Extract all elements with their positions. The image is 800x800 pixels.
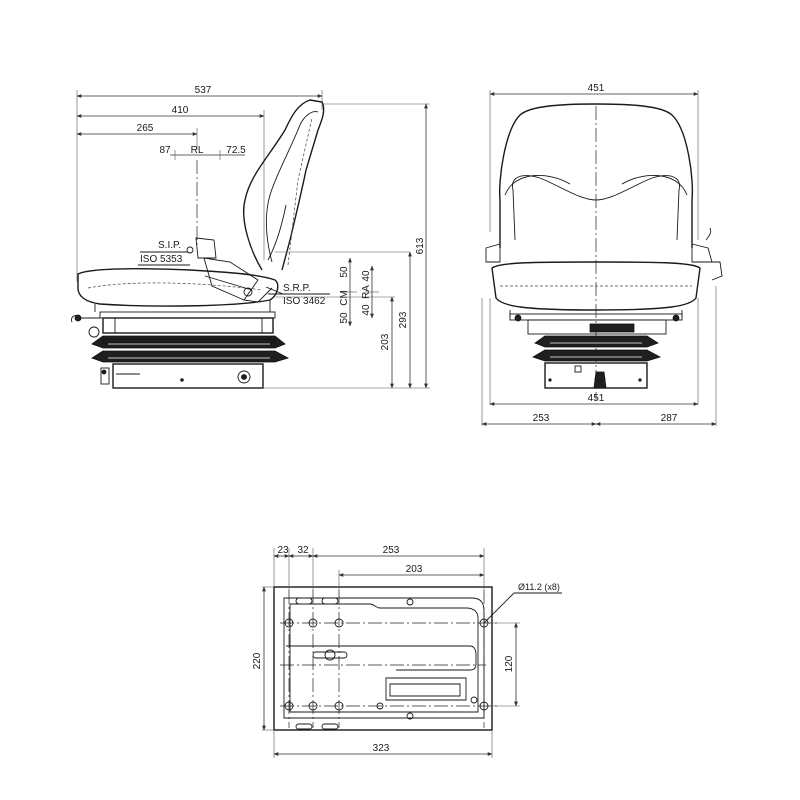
base-plate-outline xyxy=(273,586,493,731)
sip-callout: S.I.P. ISO 5353 xyxy=(138,240,194,266)
dimension-203-plate: 203 xyxy=(338,564,485,577)
sip-iso-label: ISO 5353 xyxy=(140,254,183,265)
dim-label-87: 87 xyxy=(159,145,171,156)
dimension-23: 23 xyxy=(273,545,290,558)
sip-label: S.I.P. xyxy=(158,240,181,251)
dimension-293: 293 xyxy=(398,251,412,389)
dim-label-537: 537 xyxy=(195,85,212,96)
dim-label-cm-up: 50 xyxy=(339,266,350,278)
dim-label-cm-down: 50 xyxy=(339,312,350,324)
srp-label: S.R.P. xyxy=(283,283,311,294)
dim-label-ra-down: 40 xyxy=(361,304,372,316)
dim-label-220: 220 xyxy=(252,652,263,669)
dimension-323: 323 xyxy=(273,743,493,756)
dimension-253-plate: 253 xyxy=(312,545,485,558)
dimension-rl: 87 RL 72.5 xyxy=(159,145,246,160)
dimension-253-front: 253 xyxy=(481,413,597,426)
dimension-32: 32 xyxy=(288,545,314,558)
dimension-ra: 40 RA 40 xyxy=(361,265,379,319)
dim-label-410: 410 xyxy=(172,105,189,116)
front-backrest-outline xyxy=(498,103,694,248)
dim-label-323: 323 xyxy=(373,743,390,754)
suspension-bellows xyxy=(91,335,290,363)
dim-label-120: 120 xyxy=(504,655,515,672)
dim-label-ra-up: 40 xyxy=(361,270,372,282)
front-view: 451 xyxy=(481,83,723,426)
srp-iso-label: ISO 3462 xyxy=(283,296,326,307)
dim-label-32: 32 xyxy=(297,545,309,556)
dimension-cm: 50 CM 50 xyxy=(339,257,357,327)
srp-callout: S.R.P. ISO 3462 xyxy=(265,283,330,307)
dim-label-203-plate: 203 xyxy=(406,564,423,575)
backrest-outline xyxy=(243,99,325,271)
dimension-451-bottom: 451 xyxy=(489,393,699,406)
dimension-410: 410 xyxy=(76,105,265,118)
dim-label-265: 265 xyxy=(137,123,154,134)
dimension-220: 220 xyxy=(252,586,266,731)
dim-label-203: 203 xyxy=(380,333,391,350)
dimension-287: 287 xyxy=(595,413,717,426)
hole-spec-label: Ø11.2 (x8) xyxy=(518,582,560,592)
seat-cushion-outline xyxy=(77,268,279,307)
sip-fixture xyxy=(195,237,273,303)
dim-label-cm: CM xyxy=(339,290,350,306)
dim-label-23: 23 xyxy=(277,545,289,556)
front-suspension-bellows xyxy=(532,335,662,362)
dim-label-rl: RL xyxy=(191,145,204,156)
side-view: 537 410 265 87 RL 72.5 xyxy=(71,85,430,389)
dimension-537: 537 xyxy=(76,85,323,98)
dim-label-451-top: 451 xyxy=(588,83,605,94)
base-plate-view: 23 32 253 203 Ø11.2 (x8) 220 xyxy=(252,545,562,758)
hole-callout: Ø11.2 (x8) xyxy=(483,582,562,624)
dimension-120: 120 xyxy=(504,622,518,707)
dim-label-72-5: 72.5 xyxy=(226,145,246,156)
dimension-613: 613 xyxy=(415,103,428,389)
dim-label-253-front: 253 xyxy=(533,413,550,424)
dim-label-287: 287 xyxy=(661,413,678,424)
dim-label-613: 613 xyxy=(415,237,426,254)
dim-label-253-plate: 253 xyxy=(383,545,400,556)
front-seat-cushion xyxy=(491,261,701,311)
dim-label-ra: RA xyxy=(361,285,372,299)
dimension-265: 265 xyxy=(76,123,198,136)
dim-label-293: 293 xyxy=(398,311,409,328)
dimension-451-top: 451 xyxy=(489,83,699,96)
dim-label-451-bottom: 451 xyxy=(588,393,605,404)
dimension-203: 203 xyxy=(380,296,394,389)
